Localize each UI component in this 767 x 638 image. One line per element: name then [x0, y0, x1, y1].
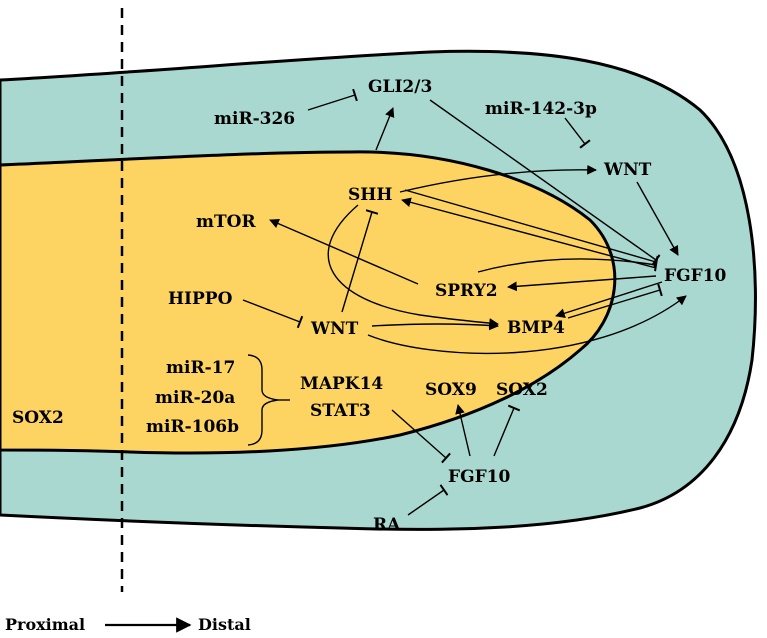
edge-mir142-wnt	[564, 117, 591, 149]
edge-fgf10-bmp4	[555, 281, 663, 318]
gli-label: GLI2/3	[368, 77, 432, 97]
spry2-label: SPRY2	[435, 281, 498, 301]
edge-fgf10-shh	[401, 197, 657, 269]
edge-spry2-mtor	[269, 219, 419, 285]
edge-ra-fgf10	[407, 484, 449, 516]
edge-mir326-gli	[307, 88, 358, 111]
edge-spry2-fgf10	[477, 258, 658, 273]
sox2-epithelium-label: SOX2	[496, 380, 548, 400]
stat3-label: STAT3	[310, 401, 371, 421]
fgf10-lower-label: FGF10	[448, 467, 510, 487]
edge-stat3-fgf10	[391, 409, 451, 464]
ra-label: RA	[373, 515, 401, 535]
edge-gli-fgf10	[429, 99, 661, 266]
sox9-label: SOX9	[425, 380, 477, 400]
edge-wnt-shh	[341, 209, 379, 313]
distal-label: Distal	[198, 615, 251, 634]
edge-wnt-fgf10	[636, 181, 679, 256]
mapk14-label: MAPK14	[300, 374, 383, 394]
edge-bmp4-fgf10	[567, 283, 663, 319]
edge-fgf10-sox9	[455, 404, 471, 457]
wnt-mesenchyme-label: WNT	[603, 160, 652, 180]
edge-shh-wnt	[399, 164, 597, 193]
epithelium-region	[0, 150, 617, 455]
edge-shh-bmp4	[327, 204, 499, 328]
edge-fgf10-sox2	[493, 404, 521, 457]
mir326-label: miR-326	[214, 109, 295, 129]
mir20a-label: miR-20a	[155, 388, 235, 408]
proximal-label: Proximal	[5, 615, 85, 634]
edge-wnt-fgf10-long	[367, 295, 687, 355]
edge-fgf10-spry2	[507, 275, 657, 292]
edge-shh-fgf10	[404, 189, 659, 269]
fgf10-main-label: FGF10	[664, 266, 726, 286]
hippo-label: HIPPO	[168, 289, 233, 309]
mir142-label: miR-142-3p	[485, 99, 597, 119]
wnt-epithelium-label: WNT	[310, 319, 359, 339]
bmp4-label: BMP4	[507, 318, 565, 338]
shh-label: SHH	[348, 185, 392, 205]
edge-shh-gli	[375, 107, 395, 151]
mir17-label: miR-17	[166, 358, 235, 378]
mir106b-label: miR-106b	[146, 417, 239, 437]
edge-wnt-bmp4	[371, 320, 499, 331]
edge-hippo-wnt	[242, 299, 304, 329]
sox2-proximal-label: SOX2	[12, 408, 64, 428]
mtor-label: mTOR	[196, 212, 256, 232]
